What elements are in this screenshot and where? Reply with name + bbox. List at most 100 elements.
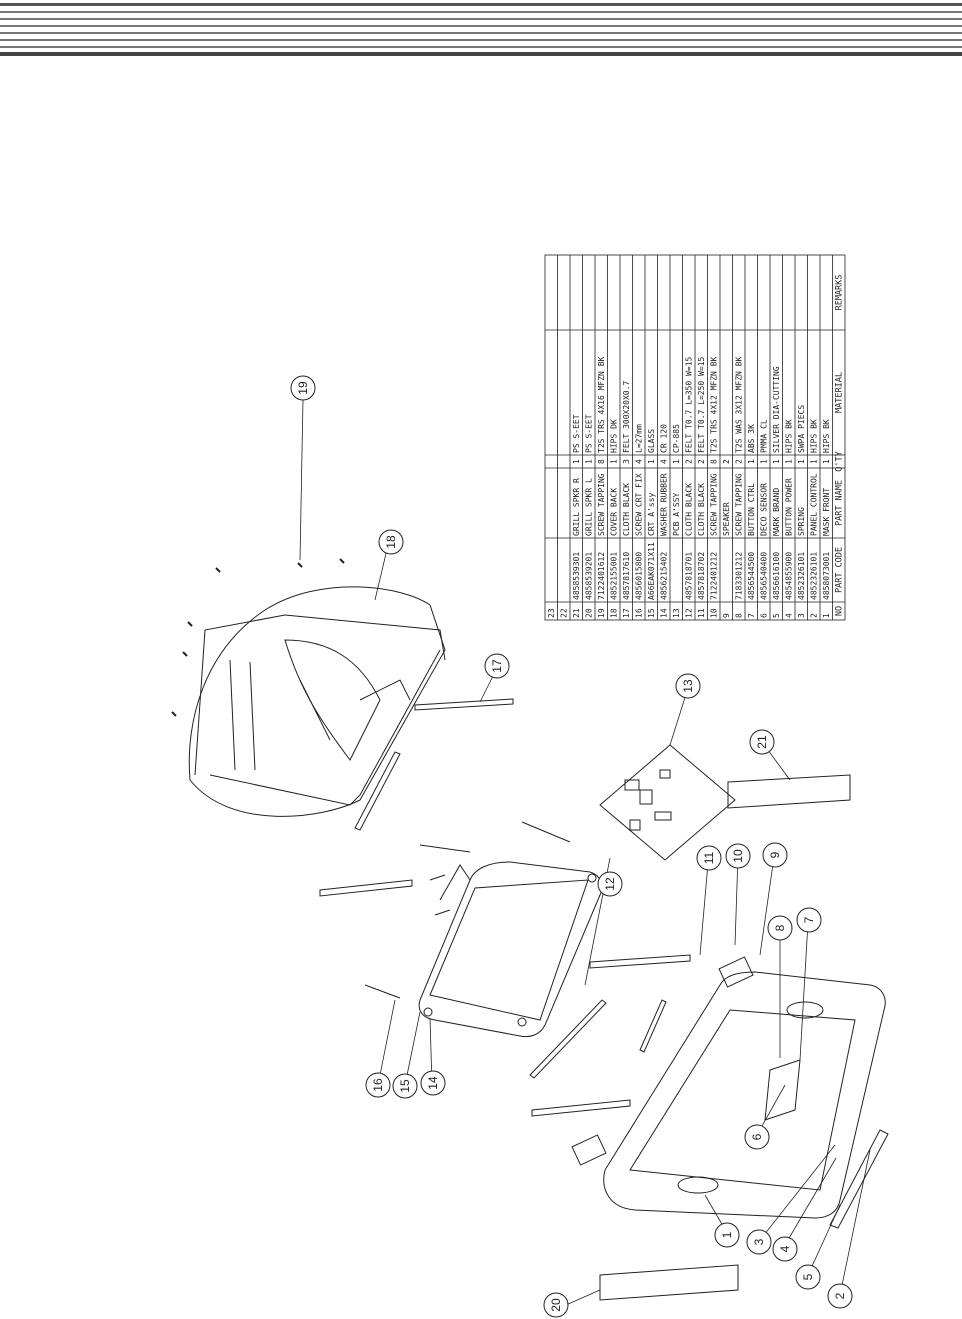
svg-text:16: 16 [371,1078,385,1092]
bom-header-no: NO [835,606,845,616]
bom-header-code: PART CODE [835,547,845,593]
bom-cell-material: T2S TRS 4X16 MFZN BK [597,356,606,453]
crt-screws [364,821,571,999]
bom-cell-code: 4858073001 [822,552,831,600]
header-rules [0,3,962,56]
felt-strip-e [639,999,667,1053]
panel-control-drawing [829,1129,889,1229]
bom-header-name: PART NAME [835,480,845,526]
bom-cell-material: HIPS BK [822,419,831,453]
bom-cell-qty: 1 [572,459,581,464]
bom-cell-material: SILVER DIA-CUTTING [772,366,781,453]
bom-header-remarks: REMARKS [835,275,845,311]
bom-cell-code: 4857818702 [697,552,706,600]
bom-cell-name: WASHER RUBBER [660,473,669,536]
callout-2: 2 [827,1283,853,1309]
bom-cell-name: CLOTH BLACK [697,483,706,536]
svg-text:2: 2 [833,1292,847,1299]
bom-cell-code: 4856540400 [760,552,769,600]
callout-5: 5 [795,1264,821,1290]
bom-cell-no: 9 [722,613,731,618]
speaker-right [718,956,754,988]
bom-cell-material: HIPS DK [610,419,619,453]
callout-14: 14 [420,1070,446,1096]
bom-cell-no: 10 [710,608,719,618]
svg-text:4: 4 [778,1245,792,1252]
bom-cell-qty: 1 [797,459,806,464]
bom-cell-qty: 2 [685,459,694,464]
bom-cell-material: FELT T0.7 L=250 W=15 [697,356,706,453]
bom-cell-code: 4856616100 [772,552,781,600]
bom-cell-no: 19 [597,608,606,618]
bom-cell-material: HIPS BK [785,419,794,453]
svg-text:14: 14 [426,1076,440,1090]
bom-cell-name: PCB A'SSY [672,492,681,536]
grill-speaker-r [727,774,851,809]
bom-cell-qty: 1 [760,459,769,464]
bom-cell-code: 4857818701 [685,552,694,600]
callout-17: 17 [484,653,510,679]
bom-cell-no: 5 [772,613,781,618]
bom-cell-name: BUTTON CTRL [747,483,756,536]
bom-cell-no: 3 [797,613,806,618]
bom-cell-material: ABS 3K [747,424,756,453]
bom-cell-code: 4852326101 [810,552,819,600]
bom-cell-code: 4856015800 [635,552,644,600]
svg-text:1: 1 [720,1231,734,1238]
svg-text:9: 9 [768,851,782,858]
callout-bubbles: 19 18 17 13 21 12 11 10 9 8 7 16 15 14 6… [290,375,853,1318]
svg-text:18: 18 [384,535,398,549]
bom-cell-name: GRILL SPKR L [585,478,594,536]
bom-cell-no: 22 [560,608,569,618]
bom-cell-code: 4858539201 [585,552,594,600]
bom-cell-qty: 1 [672,459,681,464]
felt-strip-d [531,1099,631,1117]
bom-cell-code: 7122401212 [710,552,719,600]
callout-8: 8 [767,915,793,941]
bom-cell-qty: 3 [622,459,631,464]
svg-text:11: 11 [702,851,716,864]
bom-cell-no: 11 [697,608,706,618]
bom-cell-material: HIPS BK [810,419,819,453]
bom-cell-name: GRILL SPKR R [572,478,581,536]
callout-16: 16 [365,1072,391,1098]
bom-cell-name: CLOTH BLACK [685,483,694,536]
bom-cell-qty: 1 [647,459,656,464]
bom-cell-qty: 1 [822,459,831,464]
bom-cell-qty: 2 [722,459,731,464]
svg-text:3: 3 [752,1238,766,1245]
callout-18: 18 [378,529,404,555]
callout-12: 12 [597,871,623,897]
bom-cell-name: SPEAKER [722,502,731,536]
bom-cell-name: SCREW TAPPING [597,473,606,536]
bom-cell-no: 7 [747,613,756,618]
bom-cell-qty: 2 [697,459,706,464]
bom-cell-code: A66EAK071X11 [647,542,656,600]
bom-cell-code: 4852155001 [610,552,619,600]
callout-10: 10 [725,843,751,869]
bom-cell-code: 7183301212 [735,552,744,600]
bom-cell-code: 4856544500 [747,552,756,600]
bom-cell-no: 1 [822,613,831,618]
bom-cell-code: 4858539301 [572,552,581,600]
felt-strip-a [354,751,401,831]
bom-cell-name: CLOTH BLACK [622,483,631,536]
felt-strip-11 [589,954,691,969]
bom-cell-no: 21 [572,608,581,618]
bom-cell-code: 4854855900 [785,552,794,600]
bom-cell-material: SWPA PIECS [797,405,806,453]
callout-19: 19 [290,375,316,401]
bom-cell-name: SCREW CRT FIX [635,473,644,536]
bom-cell-material: T2S WAS 3X12 MFZN BK [735,356,744,453]
bom-cell-qty: 2 [735,459,744,464]
bom-cell-no: 16 [635,608,644,618]
bom-cell-material: PMMA CL [760,419,769,453]
bom-cell-qty: 1 [585,459,594,464]
svg-text:8: 8 [773,924,787,931]
svg-text:20: 20 [549,1298,563,1312]
bom-cell-qty: 1 [785,459,794,464]
bom-cell-material: PS S-EET [585,414,594,453]
felt-strip-17 [414,698,514,711]
